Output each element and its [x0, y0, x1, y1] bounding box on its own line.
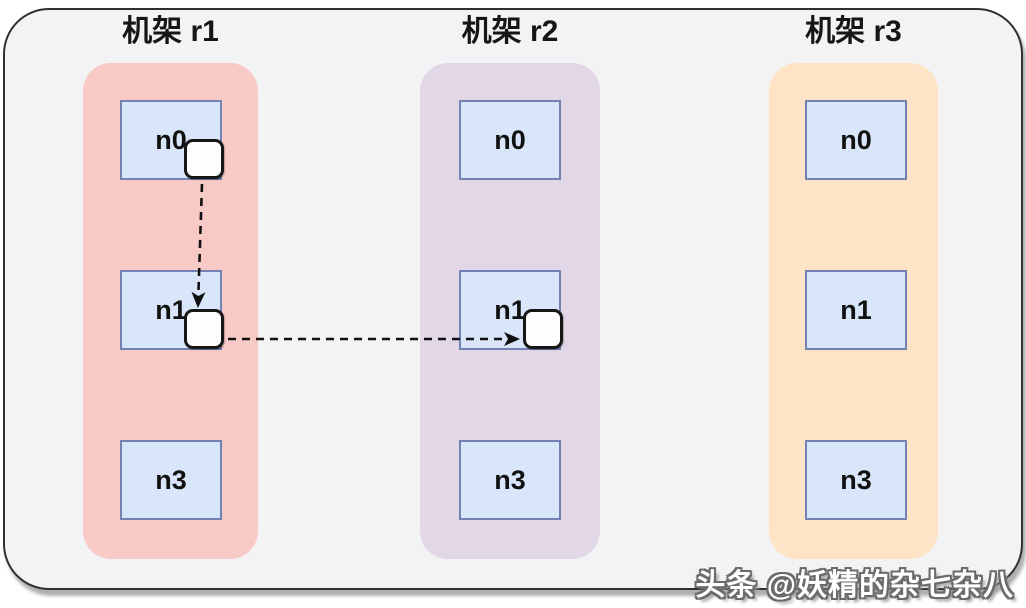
replica-block-icon: [184, 139, 224, 179]
node-r2-n0: n0: [459, 100, 561, 180]
node-label: n1: [840, 294, 872, 325]
rack-title-r1: 机架 r1: [122, 15, 219, 48]
rack-title-r3: 机架 r3: [805, 15, 902, 48]
node-r1-n1: n1: [120, 270, 224, 350]
watermark: 头条 @妖精的杂七杂八: [695, 569, 1014, 602]
node-label: n0: [840, 124, 872, 155]
node-label: n1: [494, 294, 526, 325]
node-r3-n3: n3: [805, 440, 907, 520]
node-label: n3: [494, 464, 526, 495]
node-label: n3: [155, 464, 187, 495]
node-r3-n1: n1: [805, 270, 907, 350]
node-label: n0: [494, 124, 526, 155]
node-r1-n3: n3: [120, 440, 222, 520]
node-r2-n1: n1: [459, 270, 563, 350]
node-label: n0: [155, 124, 187, 155]
node-r1-n0: n0: [120, 100, 224, 180]
replica-block-icon: [184, 309, 224, 349]
node-label: n1: [155, 294, 187, 325]
node-r3-n0: n0: [805, 100, 907, 180]
rack-title-r2: 机架 r2: [461, 15, 559, 48]
replica-block-icon: [523, 309, 563, 349]
node-label: n3: [840, 464, 872, 495]
node-r2-n3: n3: [459, 440, 561, 520]
